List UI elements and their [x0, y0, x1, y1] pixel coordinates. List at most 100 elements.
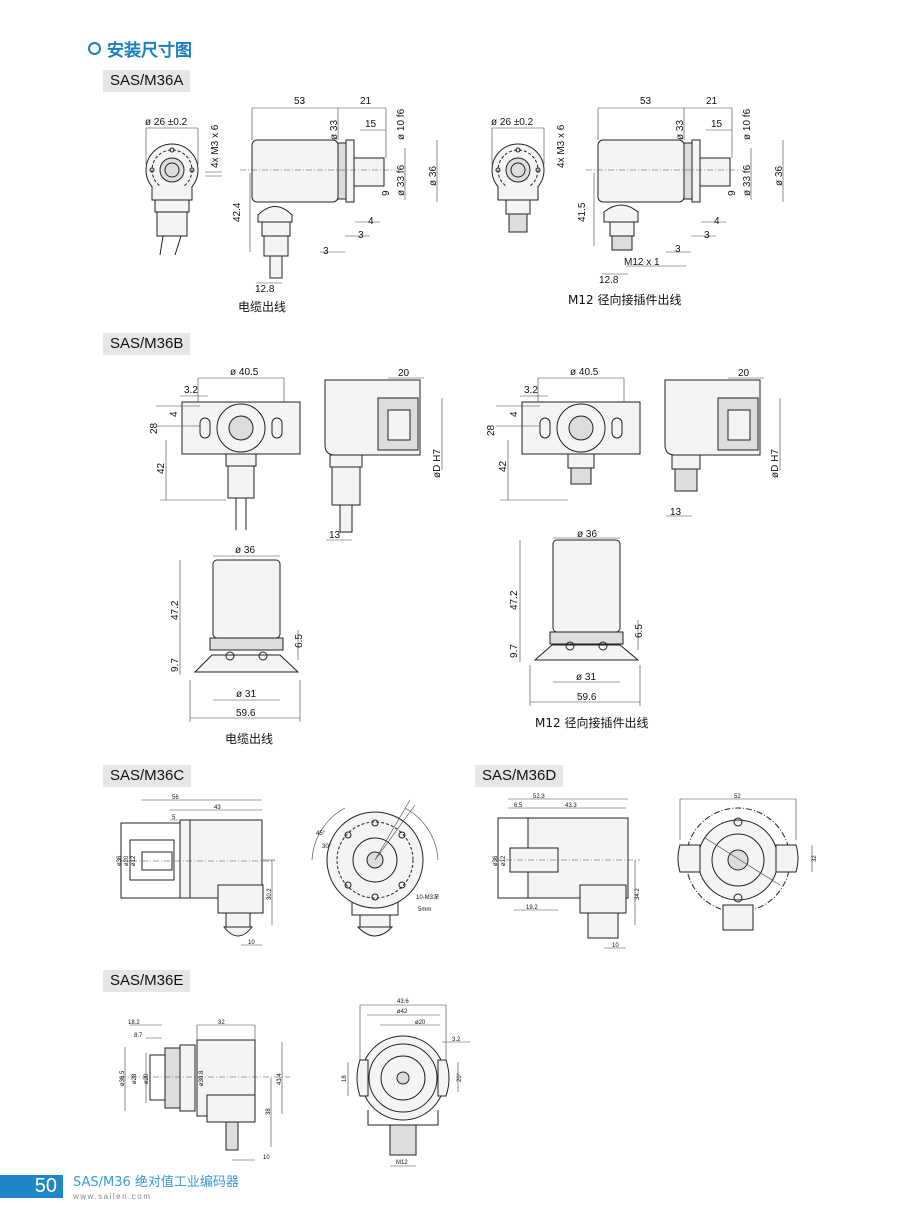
dim-d33: ø 33 — [675, 120, 686, 140]
footer-product: SAS/M36 绝对值工业编码器 — [73, 1175, 239, 1190]
dim-thread: M12 x 1 — [624, 257, 660, 268]
dim-dh7: øD H7 — [770, 449, 781, 478]
dim-47-2: 47.2 — [509, 590, 520, 610]
dim-d42: ø42 — [397, 1009, 408, 1015]
dim-10: 10 — [263, 1155, 270, 1161]
dim-d20: ø20 — [124, 855, 130, 866]
dim-20: 20 — [398, 368, 410, 379]
dim-18: 18 — [342, 1075, 348, 1082]
caption-b-cable: 电缆出线 — [225, 732, 274, 746]
front-view — [145, 127, 222, 256]
dim-53: 53 — [294, 96, 306, 107]
dim-height: 42.4 — [232, 202, 243, 222]
dim-d20-front: ø20 — [415, 1020, 426, 1026]
dim-21: 21 — [360, 96, 372, 107]
drawing-b-cable — [156, 377, 443, 722]
dim-43-4: 43.4 — [277, 1073, 283, 1085]
dim-d10: ø 10 f6 — [742, 108, 753, 140]
dim-38: 38 — [266, 1108, 272, 1115]
dim-d36: ø36 — [493, 855, 499, 866]
dim-28: 28 — [149, 422, 160, 434]
dim-3-2: 3.2 — [524, 385, 538, 396]
dim-56: 56 — [172, 795, 179, 801]
footer-url: www.sailen.com — [73, 1192, 152, 1201]
dim-20deg: 20° — [457, 1072, 463, 1082]
dim-4: 4 — [368, 216, 374, 227]
dim-d40-5: ø 40.5 — [570, 367, 599, 378]
dim-3b: 3 — [323, 246, 329, 257]
page-number: 50 — [0, 1175, 63, 1198]
dim-6-5: 6.5 — [514, 803, 523, 809]
side-view — [240, 107, 438, 284]
dim-43-3: 43.3 — [565, 803, 577, 809]
dim-28: 28 — [486, 424, 497, 436]
dim-d36: ø 36 — [428, 166, 439, 186]
drawing-a-m12 — [491, 107, 784, 275]
dim-20: 20 — [738, 368, 750, 379]
model-label-b: SAS/M36B — [103, 333, 191, 355]
dim-19-2: 19.2 — [526, 905, 538, 911]
model-label-a: SAS/M36A — [103, 70, 191, 92]
dim-4: 4 — [714, 216, 720, 227]
dim-d36-5: ø36.5 — [120, 1070, 126, 1086]
dim-d12: ø12 — [131, 855, 137, 866]
dim-10: 10 — [612, 943, 619, 949]
dim-3a: 3 — [358, 230, 364, 241]
dim-6-5: 6.5 — [294, 634, 305, 648]
dim-m3: 4x M3 x 6 — [556, 124, 567, 168]
dim-21: 21 — [706, 96, 718, 107]
dim-45deg: 45° — [316, 831, 326, 837]
dim-15: 15 — [711, 119, 723, 130]
dim-d20: ø20 — [144, 1073, 150, 1084]
dim-m3: 4x M3 x 6 — [210, 124, 221, 168]
dim-d40-5: ø 40.5 — [230, 367, 259, 378]
dim-18-2: 18.2 — [128, 1020, 140, 1026]
dim-depth: 5mm — [418, 907, 431, 913]
dim-10: 10 — [248, 940, 255, 946]
dim-9-7: 9.7 — [170, 658, 181, 672]
dim-9-7: 9.7 — [509, 644, 520, 658]
dim-height: 41.5 — [577, 202, 588, 222]
dim-43: 43 — [214, 805, 221, 811]
dim-d36: ø 36 — [577, 529, 597, 540]
dim-holes: 10-M3深 — [416, 893, 439, 901]
dim-3b: 3 — [675, 244, 681, 255]
dim-d36: ø36 — [117, 855, 123, 866]
dim-m12: M12 — [396, 1160, 408, 1166]
dim-42: 42 — [498, 460, 509, 472]
dim-15: 15 — [365, 119, 377, 130]
drawing-c — [120, 799, 439, 946]
dim-30-2: 30.2 — [267, 888, 273, 900]
section-heading: 安装尺寸图 — [88, 36, 192, 61]
dim-dh7: øD H7 — [432, 449, 443, 478]
dim-d10: ø 10 f6 — [396, 108, 407, 140]
dim-47-2: 47.2 — [170, 600, 181, 620]
dim-13: 13 — [329, 530, 341, 541]
dim-43-6: 43.6 — [397, 999, 409, 1005]
dim-52-3: 52.3 — [533, 794, 545, 800]
dim-5: 5 — [172, 815, 176, 821]
dim-34-2: 34.2 — [635, 888, 641, 900]
dim-3a: 3 — [704, 230, 710, 241]
dim-59-6: 59.6 — [236, 708, 256, 719]
dim-12-8: 12.8 — [255, 284, 275, 295]
dim-d33f6: ø 33 f6 — [742, 164, 753, 196]
dim-d28: ø28 — [132, 1073, 138, 1084]
dim-3-2: 3.2 — [452, 1037, 461, 1043]
dim-d36: ø 36 — [774, 166, 785, 186]
dim-d31: ø 31 — [236, 689, 256, 700]
drawing-b-m12 — [496, 377, 781, 706]
dim-59-6: 59.6 — [577, 692, 597, 703]
dim-d31: ø 31 — [576, 672, 596, 683]
dim-13: 13 — [670, 507, 682, 518]
dim-8-7: 8.7 — [134, 1033, 143, 1039]
dim-6-5: 6.5 — [634, 624, 645, 638]
dim-3-2: 3.2 — [184, 385, 198, 396]
dim-30deg: 30° — [322, 844, 332, 850]
model-label-e: SAS/M36E — [103, 970, 191, 992]
dim-53: 53 — [640, 96, 652, 107]
dim-4: 4 — [169, 411, 180, 417]
dim-32: 32 — [218, 1020, 225, 1026]
dim-d30-8: ø30.8 — [199, 1070, 205, 1086]
